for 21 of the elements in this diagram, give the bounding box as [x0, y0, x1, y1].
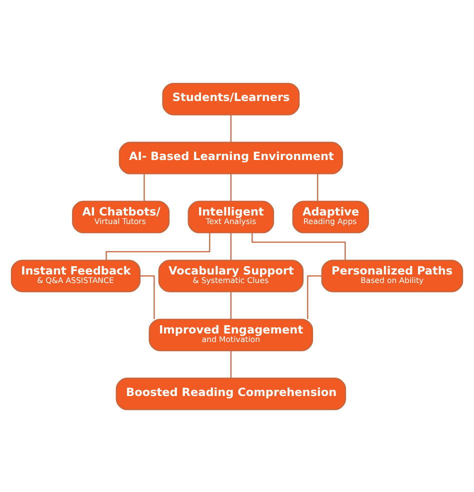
connector — [230, 232, 232, 260]
node-box: Instant Feedback & Q&A ASSISTANCE — [10, 259, 141, 292]
node-box: Vocabulary Support & Systematic Clues — [158, 259, 304, 292]
node-box: Intelligent Text Analysis — [188, 200, 274, 233]
node-box: Boosted Reading Comprehension — [116, 377, 346, 410]
connector — [144, 173, 145, 201]
connector — [317, 173, 318, 201]
connector — [230, 114, 232, 142]
node-box: AI- Based Learning Environment — [118, 141, 344, 174]
node-box: AI Chatbots/ Virtual Tutors — [72, 200, 170, 233]
node-box: Personalized Paths Based on Ability — [321, 259, 464, 292]
node-box: Students/Learners — [162, 82, 300, 115]
connector — [230, 350, 232, 378]
connector — [230, 173, 232, 201]
node-box: Adaptive Reading Apps — [292, 200, 370, 233]
connector — [230, 291, 232, 319]
connector — [106, 232, 210, 260]
node-box: Improved Engagement and Motivation — [148, 318, 314, 351]
connector — [307, 274, 322, 319]
connector — [252, 232, 346, 260]
connector — [140, 274, 155, 319]
